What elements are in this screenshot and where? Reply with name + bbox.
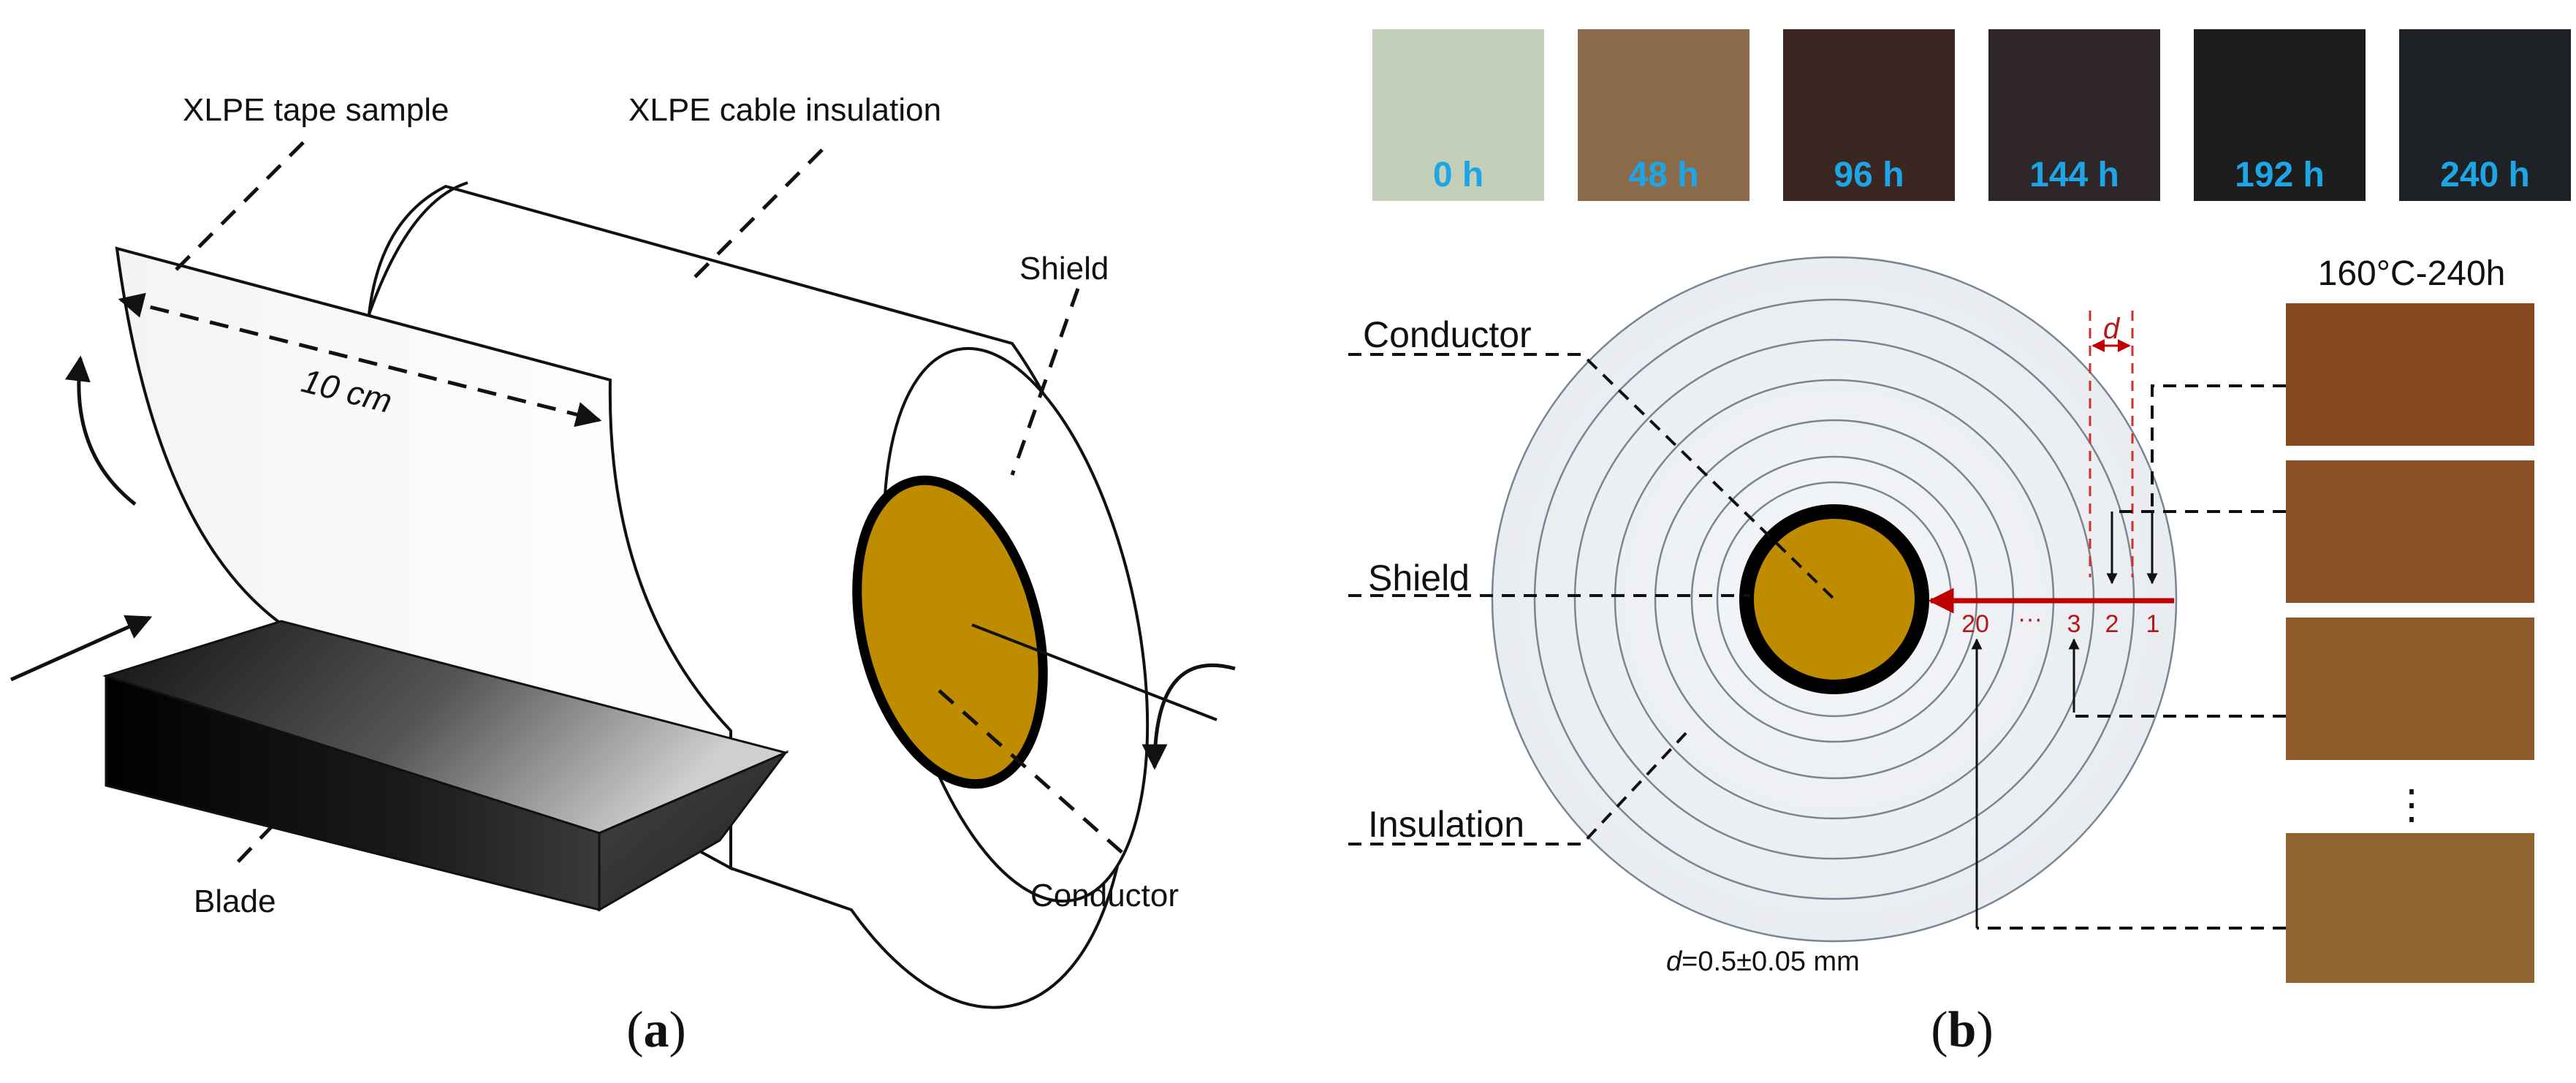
layer-swatch — [2286, 303, 2534, 446]
aging-sample-swatch — [1578, 29, 1749, 201]
caption-b: (b) — [1931, 1002, 1994, 1058]
layer-swatch — [2286, 460, 2534, 603]
layer-number-20: 20 — [1961, 610, 1989, 638]
conductor-label-b: Conductor — [1363, 314, 1532, 355]
layer-number-2: 2 — [2105, 610, 2119, 638]
panel-a: XLPE tape sample XLPE cable insulation S… — [10, 92, 1236, 1058]
tape-sample-label: XLPE tape sample — [183, 92, 449, 128]
aging-sample-row: 0 h 48 h 96 h 144 h 192 h 240 h — [1372, 29, 2571, 201]
aging-sample-swatch — [2194, 29, 2366, 201]
leader-insulation-b — [1348, 729, 1690, 846]
shield-label-b: Shield — [1368, 558, 1470, 598]
aging-time-label: 48 h — [1628, 156, 1698, 194]
cable-top-curve — [368, 181, 468, 315]
layer-ellipsis: ··· — [2018, 605, 2043, 633]
aging-sample: 240 h — [2399, 29, 2571, 201]
blade-label: Blade — [194, 884, 276, 919]
aging-time-label: 96 h — [1834, 156, 1904, 194]
leader-conductor-b — [1348, 353, 1836, 601]
aging-time-label: 144 h — [2029, 156, 2119, 194]
insulation-label: XLPE cable insulation — [628, 92, 941, 128]
panel-b: 0 h 48 h 96 h 144 h 192 h 240 h d 20 ··· 3 2 … — [1348, 29, 2571, 1058]
leader-shield — [1010, 288, 1080, 476]
thickness-label: d=0.5±0.05 mm — [1666, 946, 1860, 977]
layer-swatch — [2286, 833, 2534, 983]
insulation-label-b: Insulation — [1368, 804, 1524, 845]
aging-sample-swatch — [1988, 29, 2160, 201]
aging-time-label: 240 h — [2440, 156, 2530, 194]
shield-label-a: Shield — [1019, 251, 1109, 286]
aging-sample-swatch — [2399, 29, 2571, 201]
aging-sample-swatch — [1783, 29, 1955, 201]
leader-tape — [174, 141, 305, 272]
cable-axis-line — [971, 623, 1217, 721]
leader-blade — [236, 777, 319, 864]
leader-conductor — [938, 689, 1131, 860]
shield-ring — [1739, 504, 1929, 694]
leader-swatch-1 — [2151, 384, 2286, 512]
layer-number-1: 1 — [2146, 610, 2160, 638]
blade-side — [598, 750, 789, 912]
aging-sample: 48 h — [1578, 29, 1749, 201]
conductor-label-a: Conductor — [1030, 878, 1179, 913]
caption-a: (a) — [626, 1002, 686, 1058]
aging-sample: 144 h — [1988, 29, 2160, 201]
aging-time-label: 192 h — [2235, 156, 2325, 194]
layer-swatch-column — [2286, 303, 2534, 983]
layer-number-3: 3 — [2067, 610, 2081, 638]
rotation-arrow — [1141, 664, 1236, 770]
aging-time-label: 0 h — [1433, 156, 1483, 194]
layer-swatch — [2286, 618, 2534, 760]
feed-arrow — [10, 615, 153, 682]
curl-arrow — [65, 355, 137, 506]
swatch-ellipsis: ⋮ — [2391, 781, 2432, 827]
d-label: d — [2103, 313, 2121, 345]
cross-section-diagram: d 20 ··· 3 2 1 Conductor Shield — [1348, 256, 2286, 977]
aging-sample: 96 h — [1783, 29, 1955, 201]
length-dimension-line — [118, 292, 602, 428]
leader-swatch-3 — [2072, 712, 2286, 718]
aging-sample-swatch — [1372, 29, 1544, 201]
condition-label: 160°C-240h — [2318, 254, 2506, 293]
aging-sample: 192 h — [2194, 29, 2366, 201]
conductor-cross-section — [852, 475, 1048, 789]
aging-sample: 0 h — [1372, 29, 1544, 201]
